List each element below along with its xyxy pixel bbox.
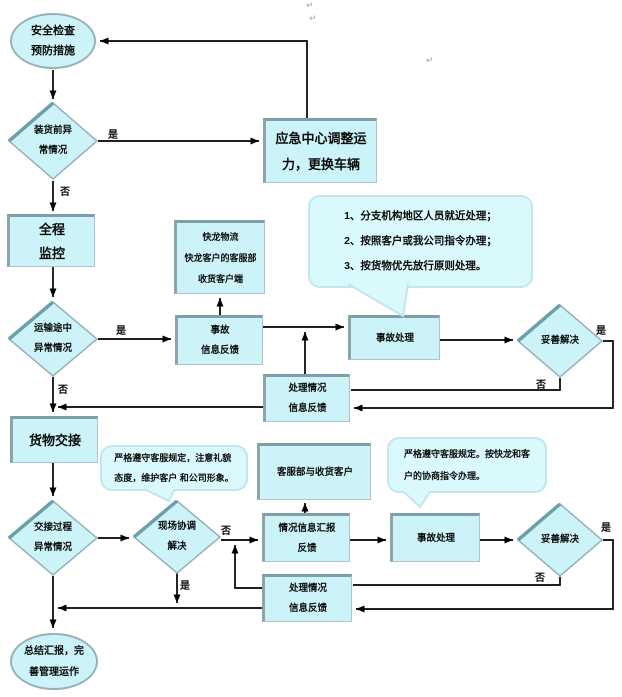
- cs-customer-text: 客服部与收货客户: [276, 466, 353, 478]
- cs-customer-box: 客服部与收货客户: [257, 443, 371, 500]
- diamond-shape: [8, 301, 98, 377]
- connector-feedback2-loop: [231, 545, 262, 589]
- resolved-diamond-2: 妥善解决: [517, 503, 603, 577]
- accident-info-box: 事故 信息反馈: [175, 315, 263, 365]
- transit-check-diamond: 运输途中 异常情况: [8, 301, 98, 377]
- label-no-resolve-2: 否: [535, 573, 545, 584]
- report-box: 情况信息汇报 反馈: [262, 513, 350, 562]
- report-box-text: 情况信息汇报 反馈: [278, 522, 336, 554]
- parties-box: 快龙物流 快龙客户的客服部 收货客户端: [174, 220, 265, 294]
- diamond-shape: [133, 500, 221, 574]
- connector-resolve1-yes: [354, 340, 614, 412]
- end-ellipse: 总结汇报，完 善管理运作: [10, 633, 98, 690]
- start-ellipse-text: 安全检查 预防措施: [31, 25, 75, 57]
- monitor-box-text: 全程 监控: [38, 221, 65, 261]
- handover-box: 货物交接: [10, 416, 98, 463]
- connector-emergency-to-start: [100, 37, 308, 118]
- handover-box-text: 货物交接: [28, 432, 81, 448]
- end-ellipse-text: 总结汇报，完 善管理运作: [24, 645, 84, 678]
- connector-resolve1-no: [351, 378, 561, 391]
- handover-note-text: 严格遵守客服规定，注意礼貌 态度，维护客户 和公司形象。: [114, 453, 234, 483]
- onsite-text: 现场协调 解决: [157, 521, 196, 552]
- label-no-onsite: 否: [221, 526, 231, 537]
- diamond-shape: [8, 500, 98, 576]
- resolved-1-text: 妥善解决: [540, 335, 579, 346]
- accident-handling-box-2: 事故处理: [390, 513, 480, 562]
- accident-handling-box-1: 事故处理: [348, 315, 440, 360]
- connector-resolve2-no: [353, 577, 561, 586]
- label-yes-resolve-1: 是: [596, 326, 606, 337]
- label-yes-loading: 是: [108, 130, 118, 141]
- accident-handling-2-text: 事故处理: [416, 532, 455, 544]
- label-yes-onsite: 是: [180, 581, 190, 592]
- emergency-box: 应急中心调整运 力，更换车辆: [263, 118, 377, 183]
- cs-note-callout: 严格遵守客服规定。按快龙和客 户的协商指令办理。: [387, 437, 547, 493]
- cs-note-text: 严格遵守客服规定。按快龙和客 户的协商指令办理。: [403, 449, 530, 481]
- resolved-diamond-1: 妥善解决: [517, 304, 603, 378]
- loading-check-text: 装货前异 常情况: [33, 125, 72, 156]
- feedback-1-text: 处理情况 信息反馈: [288, 383, 327, 414]
- onsite-diamond: 现场协调 解决: [133, 500, 221, 574]
- feedback-2-text: 处理情况 信息反馈: [288, 583, 327, 614]
- resolved-2-text: 妥善解决: [540, 534, 579, 545]
- handover-check-diamond: 交接过程 异常情况: [8, 500, 98, 576]
- handover-check-text: 交接过程 异常情况: [33, 522, 72, 553]
- feedback-box-2: 处理情况 信息反馈: [262, 574, 352, 622]
- transit-note-callout: 1、分支机构地区人员就近处理； 2、按照客户或我公司指令办理； 3、按货物优先放…: [308, 195, 533, 288]
- accident-info-text: 事故 信息反馈: [200, 325, 239, 356]
- label-no-resolve-1: 否: [536, 380, 546, 391]
- label-yes-transit: 是: [116, 326, 126, 337]
- loading-check-diamond: 装货前异 常情况: [8, 102, 98, 180]
- transit-note-callout-tail: [347, 283, 409, 318]
- emergency-box-text: 应急中心调整运 力，更换车辆: [275, 130, 367, 172]
- pilcrow-mark: ↵: [309, 13, 317, 23]
- accident-handling-1-text: 事故处理: [375, 332, 414, 344]
- label-no-transit: 否: [58, 385, 68, 396]
- diamond-shape: [517, 304, 603, 378]
- connector-resolve2-yes: [356, 539, 614, 613]
- transit-check-text: 运输途中 异常情况: [33, 323, 72, 354]
- parties-box-text: 快龙物流 快龙客户的客服部 收货客户端: [184, 231, 257, 284]
- diamond-shape: [517, 503, 603, 577]
- pilcrow-mark: ↵: [306, 0, 314, 10]
- label-no-loading: 否: [60, 187, 70, 198]
- pilcrow-mark: ↵: [426, 55, 434, 65]
- diamond-shape: [8, 102, 98, 180]
- start-ellipse: 安全检查 预防措施: [10, 13, 96, 69]
- cs-note-callout-tail: [403, 491, 431, 509]
- handover-note-callout-tail: [145, 489, 175, 503]
- feedback-box-1: 处理情况 信息反馈: [263, 374, 350, 422]
- monitor-box: 全程 监控: [7, 214, 95, 267]
- transit-note-text: 1、分支机构地区人员就近处理； 2、按照客户或我公司指令办理； 3、按货物优先放…: [344, 210, 497, 272]
- handover-note-callout: 严格遵守客服规定，注意礼貌 态度，维护客户 和公司形象。: [100, 445, 248, 491]
- label-yes-resolve-2: 是: [601, 523, 611, 534]
